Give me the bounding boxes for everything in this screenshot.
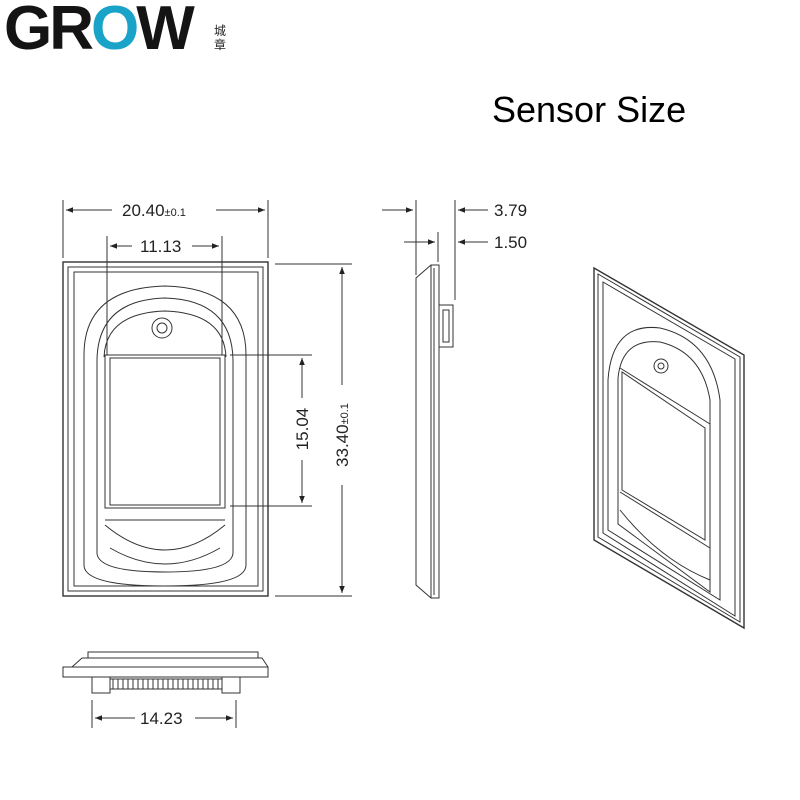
grow-logo: GROW 城章	[0, 0, 260, 70]
perspective-view	[593, 266, 745, 630]
bottom-dimensions	[91, 700, 237, 728]
fingerprint-o-icon: O	[91, 0, 139, 63]
front-view	[62, 261, 269, 597]
thickness-flange-label: 1.50	[494, 233, 527, 252]
height-dimension-label: 33.40±0.1	[333, 403, 352, 467]
bottom-width-label: 14.23	[140, 709, 183, 728]
bottom-view	[62, 651, 269, 694]
thickness-total-label: 3.79	[494, 201, 527, 220]
logo-wordmark: GROW	[4, 0, 195, 64]
page-title: Sensor Size	[492, 89, 687, 130]
logo-seal: 城章	[214, 24, 227, 52]
window-height-label: 15.04	[293, 408, 312, 451]
side-view	[415, 264, 454, 599]
window-width-label: 11.13	[140, 237, 181, 256]
width-dimension-label: 20.40±0.1	[122, 201, 186, 220]
front-dimensions	[62, 200, 352, 597]
side-dimensions	[382, 200, 488, 300]
